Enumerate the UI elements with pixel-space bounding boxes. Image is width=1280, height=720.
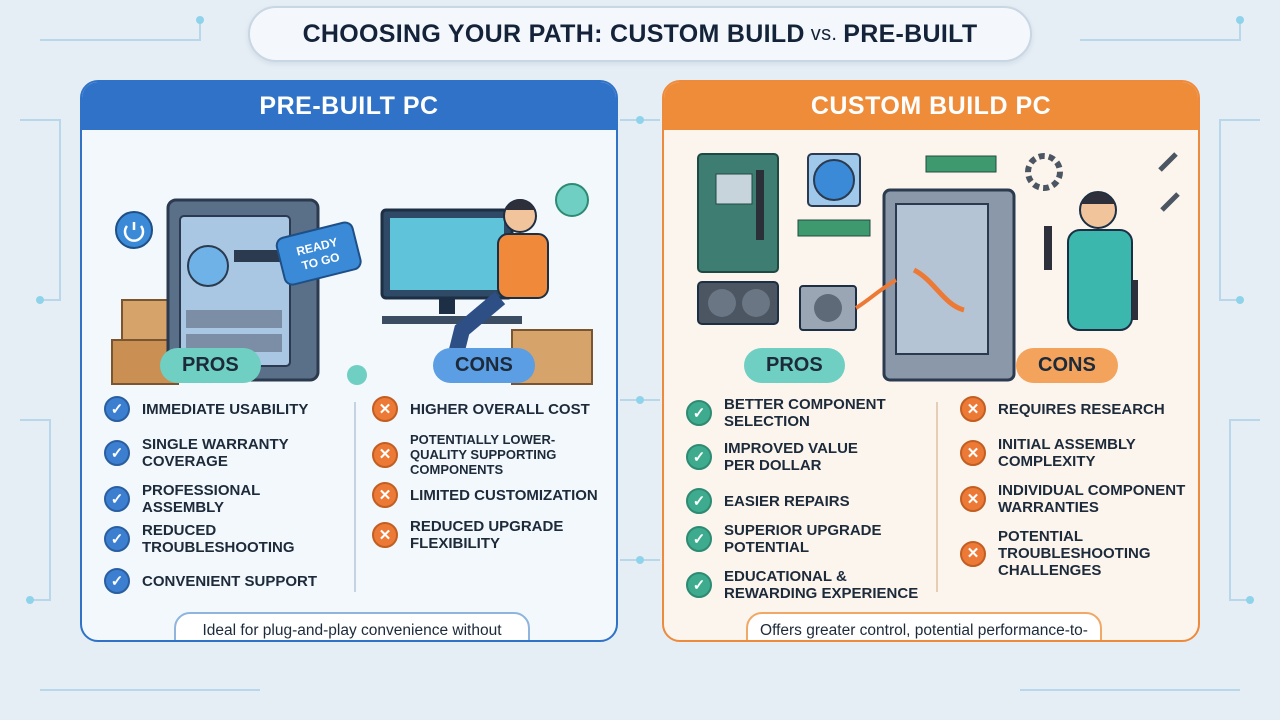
custom-panel: CUSTOM BUILD PC PROS CONS	[662, 80, 1200, 642]
prebuilt-cons-tag: CONS	[433, 348, 535, 383]
list-item: ✓REDUCED TROUBLESHOOTING	[104, 522, 344, 556]
page-title: CHOOSING YOUR PATH: CUSTOM BUILD vs. PRE…	[248, 6, 1032, 62]
x-icon: ✕	[372, 441, 398, 468]
prebuilt-pros-tag: PROS	[160, 348, 261, 383]
check-icon: ✓	[686, 400, 712, 426]
list-item: ✓SUPERIOR UPGRADE POTENTIAL	[686, 522, 926, 556]
title-tail: PRE-BUILT	[843, 19, 978, 48]
x-icon: ✕	[372, 482, 398, 508]
list-item: ✕POTENTIAL TROUBLESHOOTING CHALLENGES	[960, 528, 1198, 579]
check-icon: ✓	[686, 444, 712, 470]
x-icon: ✕	[960, 440, 986, 466]
title-vs: vs.	[810, 22, 838, 45]
x-icon: ✕	[372, 396, 398, 422]
list-item: ✕LIMITED CUSTOMIZATION	[372, 482, 612, 508]
list-item: ✕REDUCED UPGRADE FLEXIBILITY	[372, 518, 612, 552]
list-item: ✕POTENTIALLY LOWER-QUALITY SUPPORTING CO…	[372, 432, 612, 477]
gear-icon	[1025, 153, 1063, 191]
check-icon: ✓	[686, 488, 712, 514]
custom-header: CUSTOM BUILD PC	[664, 82, 1198, 130]
custom-illustration	[697, 152, 1180, 382]
x-icon: ✕	[960, 540, 986, 567]
list-item: ✓SINGLE WARRANTY COVERAGE	[104, 436, 344, 470]
prebuilt-header: PRE-BUILT PC	[82, 82, 616, 130]
prebuilt-divider	[354, 402, 356, 592]
list-item: ✕INDIVIDUAL COMPONENT WARRANTIES	[960, 482, 1198, 516]
custom-pros-tag: PROS	[744, 348, 845, 383]
check-icon: ✓	[104, 440, 130, 466]
list-item: ✕REQUIRES RESEARCH	[960, 396, 1198, 422]
check-icon: ✓	[104, 486, 130, 512]
x-icon: ✕	[960, 486, 986, 512]
list-item: ✓CONVENIENT SUPPORT	[104, 568, 344, 594]
list-item: ✓EASIER REPAIRS	[686, 488, 926, 514]
list-item: ✓BETTER COMPONENT SELECTION	[686, 396, 926, 430]
prebuilt-summary: Ideal for plug-and-play convenience with…	[174, 612, 530, 640]
custom-cons-tag: CONS	[1016, 348, 1118, 383]
check-icon: ✓	[104, 526, 130, 552]
title-main: CHOOSING YOUR PATH: CUSTOM BUILD	[302, 19, 805, 48]
ready-to-go-badge: READYTO GO	[275, 221, 362, 286]
custom-summary: Offers greater control, potential perfor…	[746, 612, 1102, 640]
list-item: ✕INITIAL ASSEMBLY COMPLEXITY	[960, 436, 1198, 470]
check-icon: ✓	[686, 526, 712, 552]
list-item: ✓PROFESSIONAL ASSEMBLY	[104, 482, 344, 516]
check-icon: ✓	[104, 568, 130, 594]
list-item: ✕HIGHER OVERALL COST	[372, 396, 612, 422]
list-item: ✓EDUCATIONAL & REWARDING EXPERIENCE	[686, 568, 926, 602]
x-icon: ✕	[960, 396, 986, 422]
list-item: ✓IMPROVED VALUE PER DOLLAR	[686, 440, 926, 474]
x-icon: ✕	[372, 522, 398, 548]
prebuilt-illustration: READYTO GO	[111, 183, 593, 385]
prebuilt-panel: PRE-BUILT PC READYTO GO PROS CONS	[80, 80, 618, 642]
check-icon: ✓	[686, 572, 712, 598]
custom-divider	[936, 402, 938, 592]
list-item: ✓IMMEDIATE USABILITY	[104, 396, 344, 422]
check-icon: ✓	[104, 396, 130, 422]
